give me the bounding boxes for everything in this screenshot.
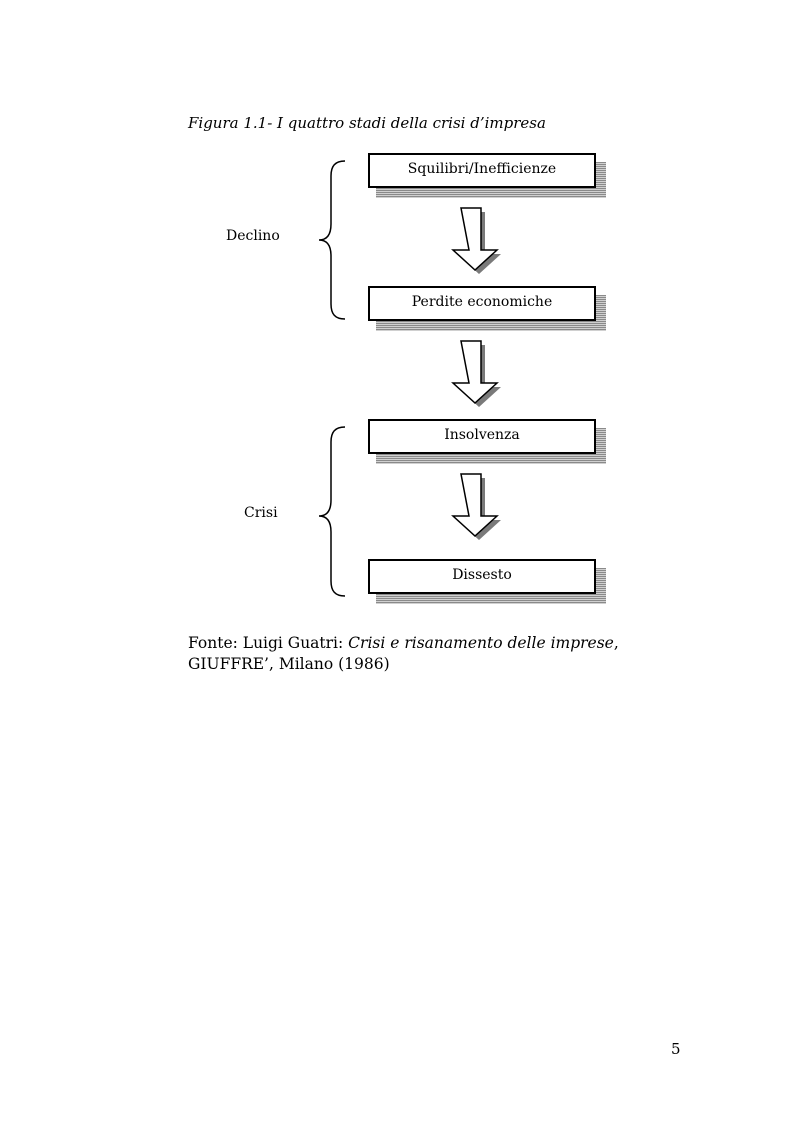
down-arrow-icon bbox=[452, 473, 502, 541]
source-line2: GIUFFRE’, Milano (1986) bbox=[188, 655, 390, 673]
left-brace-icon bbox=[318, 426, 346, 597]
source-citation: Fonte: Luigi Guatri: Crisi e risanamento… bbox=[188, 633, 619, 675]
down-arrow-icon bbox=[452, 340, 502, 408]
stage-box-2: Perdite economiche bbox=[368, 286, 596, 321]
page-number: 5 bbox=[671, 1040, 681, 1058]
source-title: Crisi e risanamento delle imprese bbox=[348, 634, 614, 652]
left-brace-icon bbox=[318, 160, 346, 320]
down-arrow-icon bbox=[452, 207, 502, 275]
stage-box-1: Squilibri/Inefficienze bbox=[368, 153, 596, 188]
group-label-declino: Declino bbox=[226, 228, 280, 244]
stage-box-4: Dissesto bbox=[368, 559, 596, 594]
source-prefix: Fonte: Luigi Guatri: bbox=[188, 634, 349, 652]
figure-caption: Figura 1.1- I quattro stadi della crisi … bbox=[188, 114, 546, 132]
source-suffix: , bbox=[613, 634, 619, 652]
group-label-crisi: Crisi bbox=[244, 505, 278, 521]
stage-box-3: Insolvenza bbox=[368, 419, 596, 454]
